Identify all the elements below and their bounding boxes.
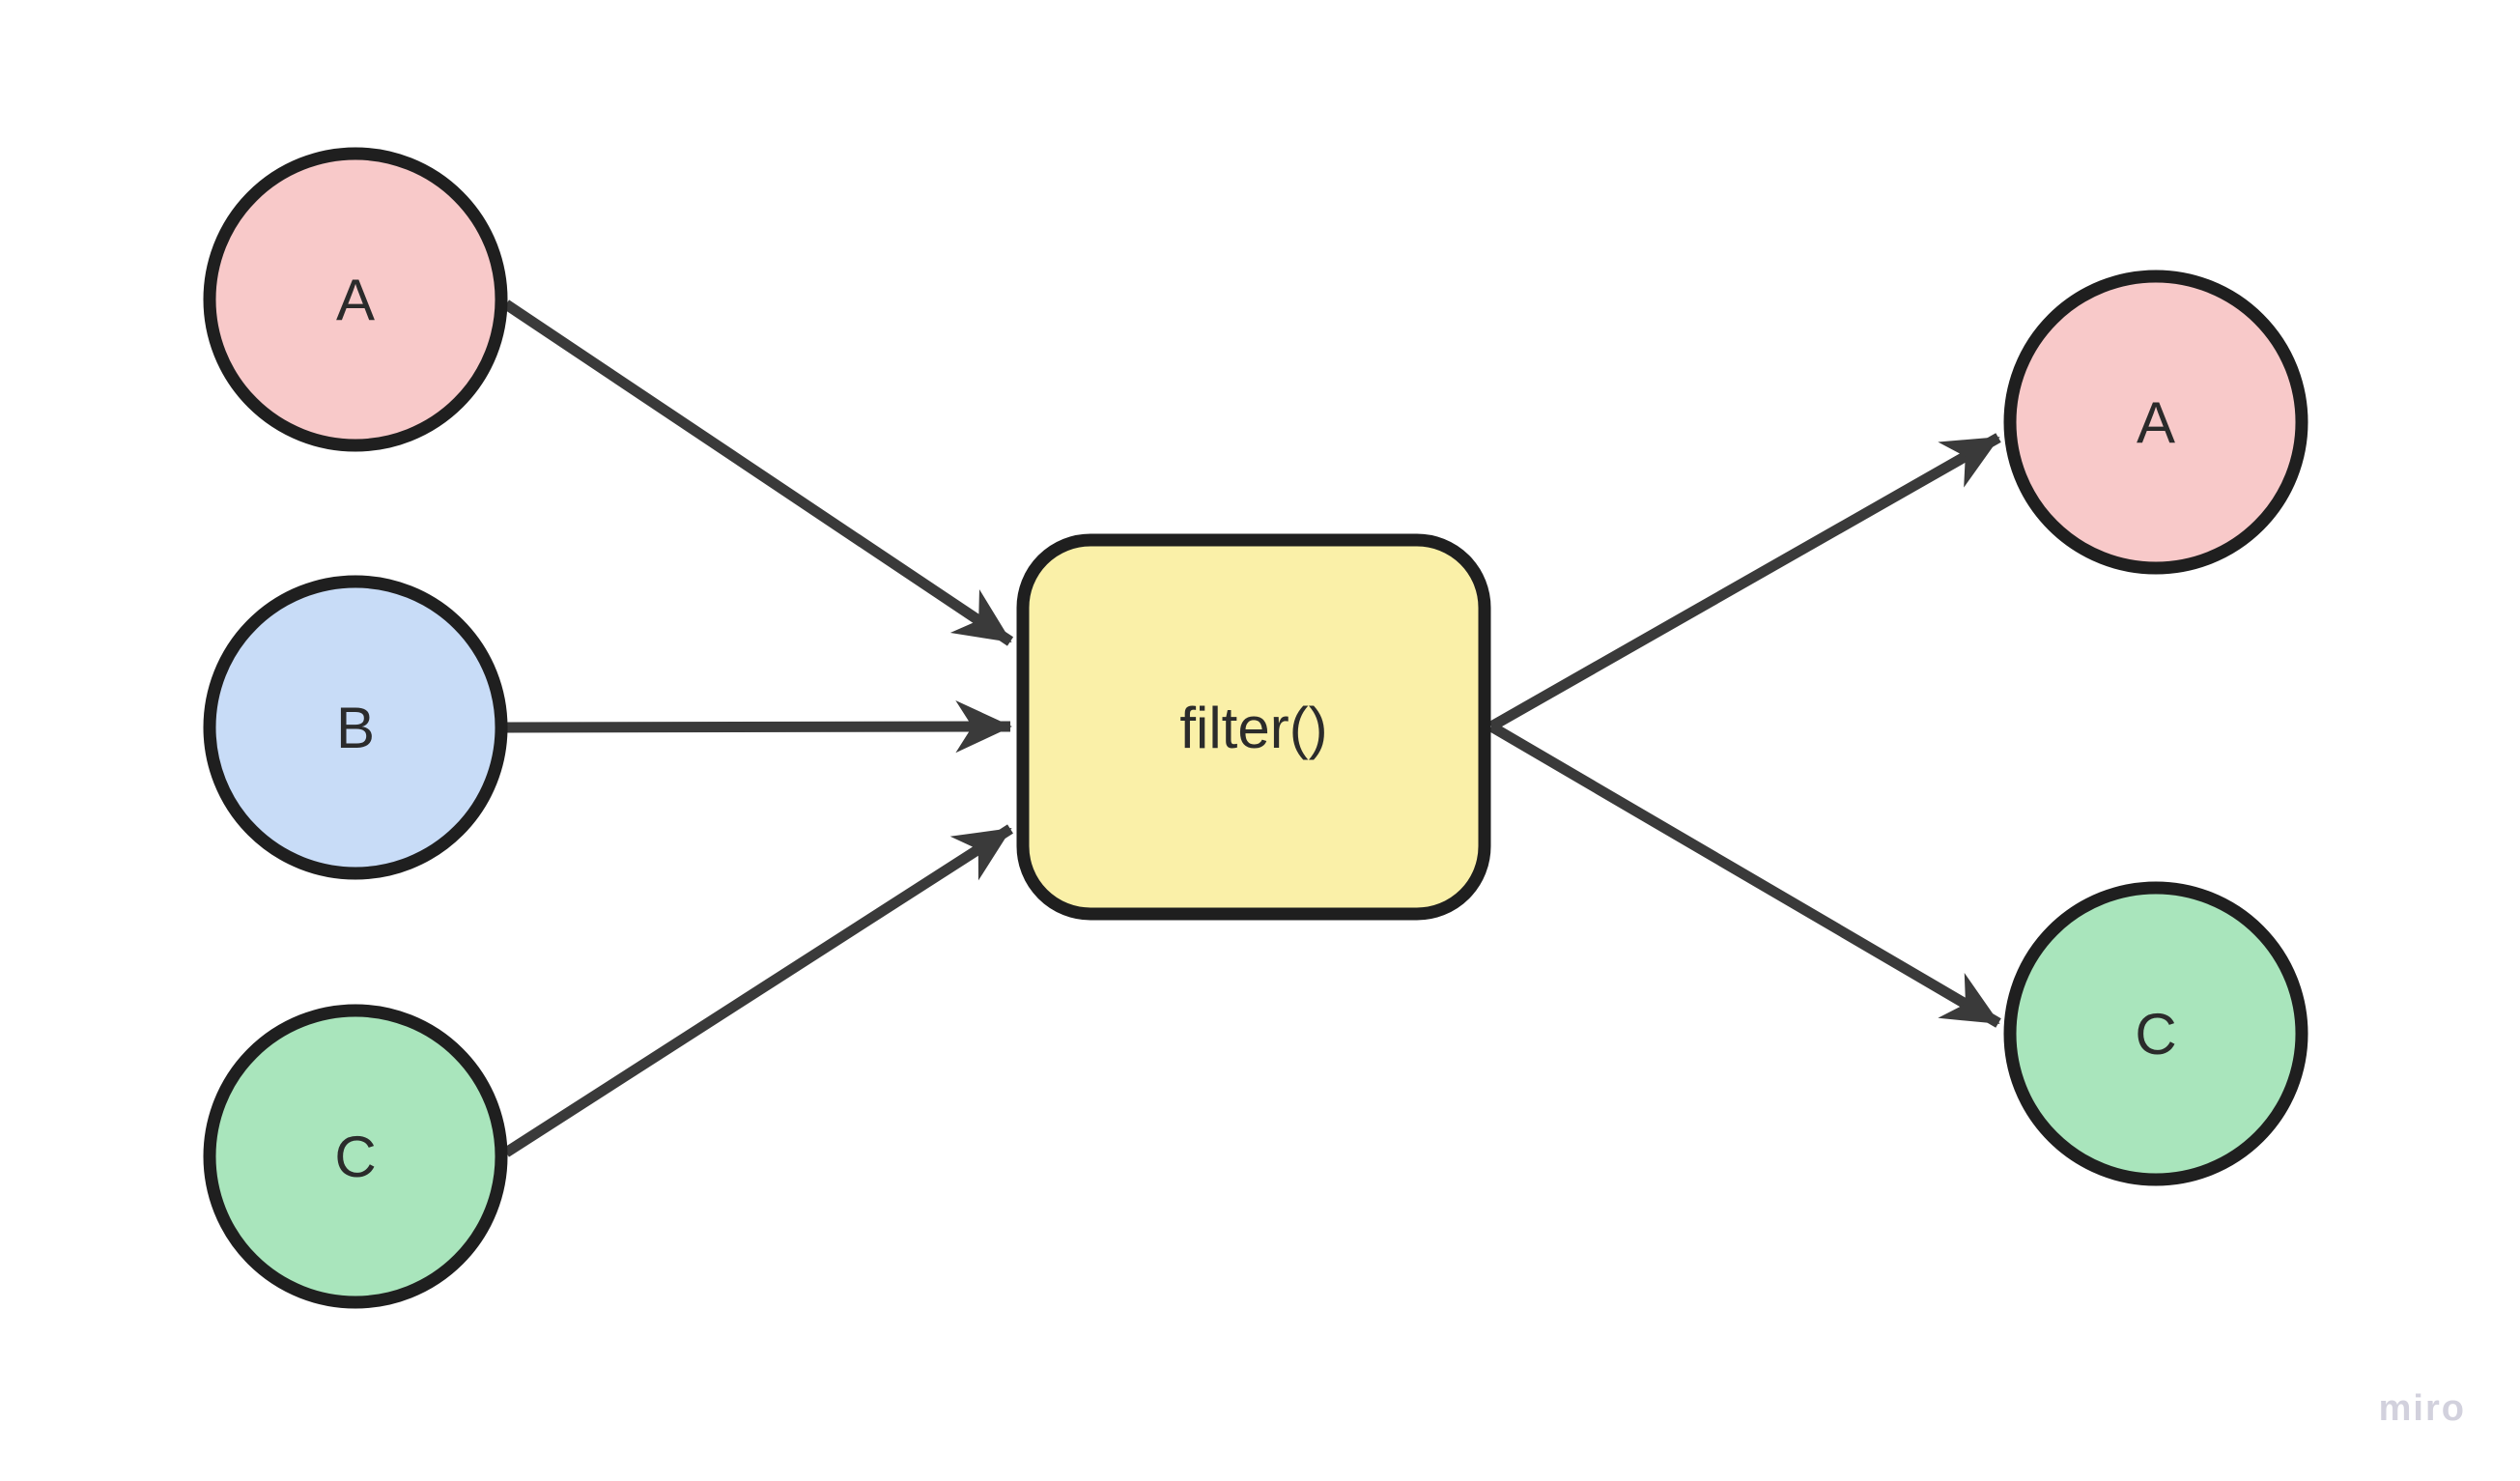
input-c-label: C: [334, 1125, 376, 1189]
output-c-label: C: [2135, 1002, 2176, 1067]
input-c-circle[interactable]: [203, 1004, 508, 1309]
node-input-c[interactable]: C: [203, 1004, 508, 1309]
edge-input-b-to-filter[interactable]: [505, 700, 1012, 754]
connectors: [502, 299, 2001, 1157]
input-a-label: A: [336, 268, 375, 332]
edge-input-a-to-filter[interactable]: [502, 299, 1014, 646]
edge-input-c-to-filter[interactable]: [503, 824, 1013, 1157]
input-b-label: B: [336, 696, 375, 760]
miro-watermark: miro: [2379, 1388, 2466, 1429]
node-output-c[interactable]: C: [2003, 881, 2308, 1186]
filter-label: filter(): [1179, 696, 1327, 760]
output-a-label: A: [2137, 390, 2175, 455]
output-c-circle[interactable]: [2003, 881, 2308, 1186]
node-output-a[interactable]: A: [2003, 270, 2308, 575]
edge-filter-to-output-c[interactable]: [1488, 722, 2001, 1028]
input-a-circle[interactable]: [203, 147, 508, 452]
output-a-circle[interactable]: [2003, 270, 2308, 575]
filter-box[interactable]: [1016, 533, 1491, 921]
node-input-a[interactable]: A: [203, 147, 508, 452]
node-input-b[interactable]: B: [203, 575, 508, 880]
node-filter[interactable]: filter(): [1016, 533, 1491, 921]
edge-filter-to-output-a[interactable]: [1488, 433, 2001, 731]
input-b-circle[interactable]: [203, 575, 508, 880]
